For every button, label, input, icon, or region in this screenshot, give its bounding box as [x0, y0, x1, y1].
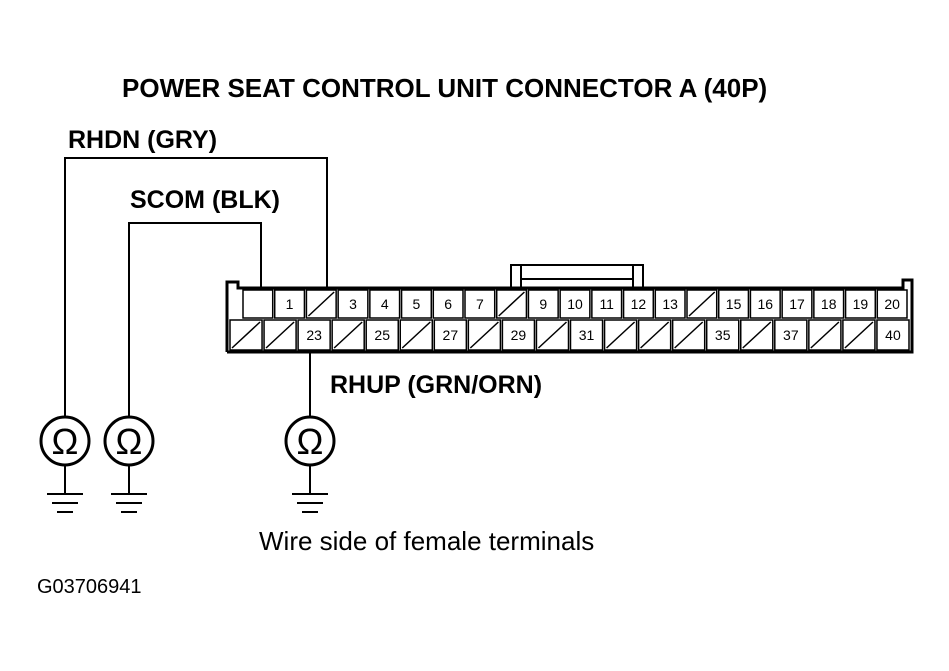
pin-number: 27: [443, 327, 459, 343]
top-cavity: [559, 289, 591, 319]
top-cavity: [717, 289, 750, 319]
top-cavity: [749, 289, 781, 319]
top-cavity: [844, 289, 877, 319]
unused-cavity-slash: [606, 321, 636, 349]
pin-number: 31: [579, 327, 595, 343]
pin-number: 6: [444, 296, 452, 312]
top-cavity: [242, 289, 274, 319]
top-cavity: [813, 289, 845, 319]
pin-number: 23: [306, 327, 322, 343]
ohm-icon: Ω: [52, 421, 79, 462]
pin-number: 37: [783, 327, 799, 343]
ohm-icon: Ω: [116, 421, 143, 462]
unused-cavity-slash: [498, 291, 525, 317]
caption: Wire side of female terminals: [259, 526, 594, 556]
pin-number: 5: [413, 296, 421, 312]
top-cavity: [273, 289, 306, 319]
scom-wire: [128, 222, 262, 418]
scom-wire-label: SCOM (BLK): [130, 186, 280, 214]
bottom-cavity: [876, 319, 910, 351]
pin-number: 10: [567, 296, 583, 312]
pin-number: 20: [884, 296, 900, 312]
wires: [64, 157, 328, 418]
pin-number: 13: [662, 296, 678, 312]
pin-number: 12: [631, 296, 647, 312]
top-cavity: [464, 289, 496, 319]
pin-number: 35: [715, 327, 731, 343]
unused-cavity-slash: [265, 321, 295, 349]
top-cavity: [337, 289, 369, 319]
top-cavity: [781, 289, 813, 319]
top-cavity: [527, 289, 559, 319]
pin-number: 16: [757, 296, 773, 312]
top-cavity: [876, 289, 908, 319]
unused-cavity-slash: [401, 321, 431, 349]
pin-number: 4: [381, 296, 389, 312]
bottom-cavity: [297, 319, 331, 351]
ohmmeter-2: Ω: [103, 415, 155, 513]
bottom-cavity: [501, 319, 536, 351]
connector-lock-tab: [510, 264, 644, 280]
pin-number: 25: [374, 327, 390, 343]
unused-cavity-slash: [810, 321, 840, 349]
pin-number: 7: [476, 296, 484, 312]
top-cavity: [591, 289, 623, 319]
bottom-cavity: [569, 319, 604, 351]
pin-number: 17: [789, 296, 805, 312]
pin-number: 15: [726, 296, 742, 312]
bottom-cavity: [365, 319, 400, 351]
unused-cavity-slash: [674, 321, 704, 349]
unused-cavity-slash: [742, 321, 772, 349]
pin-number: 11: [599, 296, 614, 312]
top-cavity: [400, 289, 433, 319]
top-cavity: [622, 289, 655, 319]
top-cavity: [654, 289, 686, 319]
bottom-cavity: [433, 319, 468, 351]
pin-number: 3: [349, 296, 357, 312]
top-cavity: [369, 289, 401, 319]
ohm-icon: Ω: [297, 421, 324, 462]
pin-number: 1: [286, 296, 294, 312]
pin-number: 9: [539, 296, 547, 312]
ohmmeter-1: Ω: [39, 415, 91, 513]
pin-number: 29: [511, 327, 527, 343]
unused-cavity-slash: [469, 321, 499, 349]
pin-number: 40: [885, 327, 901, 343]
bottom-cavity: [705, 319, 740, 351]
unused-cavity-slash: [333, 321, 363, 349]
diagram-title: POWER SEAT CONTROL UNIT CONNECTOR A (40P…: [122, 73, 767, 103]
figure-code: G03706941: [37, 576, 142, 598]
unused-cavity-slash: [231, 321, 261, 349]
unused-cavity-slash: [640, 321, 670, 349]
unused-cavity-slash: [844, 321, 874, 349]
rhdn-wire: [64, 157, 328, 418]
unused-cavity-slash: [537, 321, 568, 349]
connector-bottom-row: 23 25 27 29 31 35 37 40: [229, 319, 910, 351]
bottom-cavity: [774, 319, 808, 351]
top-cavity: [432, 289, 464, 319]
ohmmeter-3: Ω: [284, 415, 336, 513]
unused-cavity-slash: [307, 291, 335, 317]
pin-number: 18: [821, 296, 837, 312]
rhup-wire-label: RHUP (GRN/ORN): [330, 371, 542, 399]
unused-cavity-slash: [688, 291, 716, 317]
rhdn-wire-label: RHDN (GRY): [68, 126, 217, 154]
pin-number: 19: [853, 296, 869, 312]
